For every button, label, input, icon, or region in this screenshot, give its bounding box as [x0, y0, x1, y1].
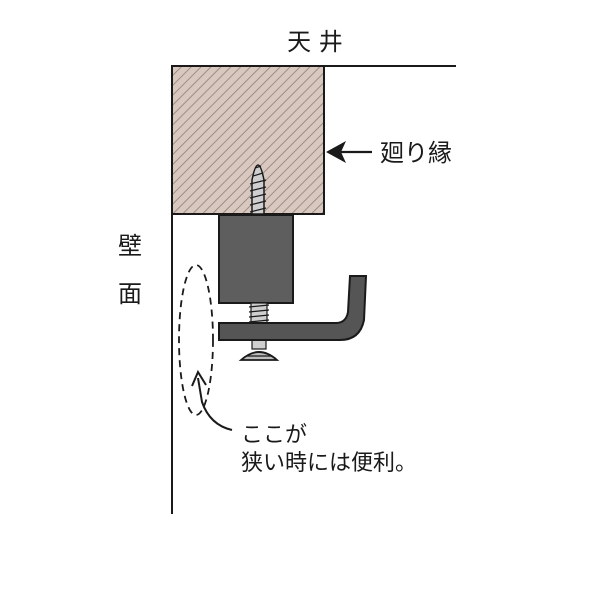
hook-arm	[218, 275, 368, 341]
molding-arrow	[326, 141, 372, 163]
note-line-2: 狭い時には便利。	[241, 451, 417, 476]
note-pointer	[197, 377, 233, 431]
gap-highlight-ellipse	[178, 264, 214, 416]
molding-label: 廻り縁	[380, 139, 452, 167]
wood-screw	[249, 164, 267, 215]
note-line-1: ここが	[241, 423, 307, 448]
wall-label-bottom: 面	[118, 280, 142, 308]
wall-label-top: 壁	[118, 232, 142, 260]
ceiling-label: 天 井	[287, 28, 343, 56]
threaded-bolt	[248, 302, 270, 350]
crown-molding	[171, 65, 325, 215]
mounting-block	[218, 214, 294, 304]
